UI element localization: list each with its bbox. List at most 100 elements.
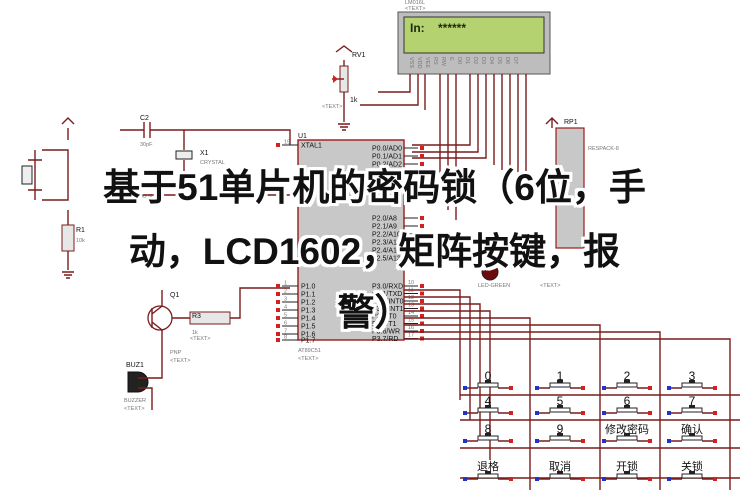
u1-right-pin-label: P3.2/INT0 [372,299,404,306]
q1-ref: Q1 [170,292,179,299]
u1-right-pin-number: 14 [408,310,414,316]
keypad-key-label: 9 [557,422,564,436]
keypad-key[interactable]: 7 [667,394,717,415]
u1-right-pin-number: 13 [408,303,414,309]
c2-ref: C2 [140,115,149,122]
u1-right-pin-label: P0.0/AD0 [372,146,402,153]
keypad-key[interactable]: 4 [463,394,513,415]
buzzer-value: BUZZER [124,398,146,404]
u1-right-pin-label: P3.5/T1 [372,321,397,328]
lcd-part-label: LM016L [405,0,425,6]
rv1-ref: RV1 [352,52,366,59]
buzzer-symbol [127,371,149,393]
alarm-driver: Q1 R3 1k <TEXT> PNP <TEXT> BUZ1 BUZZER <… [124,287,290,412]
u1-left-pin-label: P1.6 [301,332,316,339]
lcd-pin-label: D4 [488,57,494,64]
title-line-2: 动，LCD1602，矩阵按键，报 [128,231,621,272]
u1-left-pin-number: 19 [284,140,290,146]
u1-right-pin-label: P3.6/WR [372,329,400,336]
buzzer-ref: BUZ1 [126,362,144,369]
lcd-pin-label: VSS [408,57,414,68]
keypad-key[interactable]: 关锁 [667,459,717,481]
u1-left-pin-label: P1.7 [301,338,316,345]
u1-left-pin-label: P1.0 [301,284,316,291]
u1-right-pin-label: P2.2/A10 [372,232,401,239]
keypad-key-label: 修改密码 [605,422,649,436]
rv1-value: 1k [350,97,358,104]
microcontroller-u1: U1 AT89C51 <TEXT> XTAL119P1.01P1.12P1.23… [276,133,424,362]
lcd-pin-label: VDD [416,57,422,69]
keypad-key-label: 5 [557,394,564,408]
lcd-line-1: In: ****** [410,21,466,35]
lcd-screen [403,16,545,54]
keypad-key-label: 1 [557,369,564,383]
resistor-pack-rp1: RP1 RESPACK-8 [545,117,619,249]
keypad-key-label: 开锁 [616,459,638,473]
u1-left-pin-label: P1.2 [301,300,316,307]
keypad-key-label: 取消 [549,459,571,473]
lcd-pin-label: D7 [512,57,518,64]
keypad-key[interactable]: 2 [602,369,652,390]
lcd-pin-label: D3 [480,57,486,64]
svg-text:<TEXT>: <TEXT> [124,406,144,412]
lcd-pin-label: E [448,57,454,61]
u1-left-pin-number: 2 [284,289,287,295]
led-label: LED-GREEN [478,283,510,289]
keypad-key-label: 3 [689,369,696,383]
lcd-pin-label: RS [432,57,438,65]
u1-right-pin-number: 15 [408,318,414,324]
keypad-key[interactable]: 3 [667,369,717,390]
title-line-3: 警） [337,292,412,333]
u1-right-pin-number: 10 [408,280,414,286]
u1-right-pin-label: P3.1/TXD [372,291,402,298]
u1-right-pin-label: P2.1/A9 [372,224,397,231]
keypad-key-label: 6 [624,394,631,408]
u1-left-pin-label: P1.1 [301,292,316,299]
lcd-text-tag: <TEXT> [405,6,425,12]
keypad-key[interactable]: 修改密码 [602,422,652,443]
keypad-key[interactable]: 取消 [535,459,585,481]
x1-value: CRYSTAL [200,160,225,166]
keypad-key[interactable]: 0 [463,369,513,390]
u1-right-pin-label: P0.2/AD2 [372,162,402,169]
u1-right-pin-number: 16 [408,325,414,331]
u1-right-pin-label: P2.4/A12 [372,248,401,255]
u1-right-pin-label: P3.7/RD [372,336,398,343]
keypad-key-label: 关锁 [681,459,703,473]
u1-ref: U1 [298,133,307,140]
keypad-key[interactable]: 8 [463,422,513,443]
keypad-key[interactable]: 9 [535,422,585,443]
u1-left-pin-label: P1.5 [301,324,316,331]
keypad-key[interactable]: 退格 [463,459,513,481]
keypad-key[interactable]: 6 [602,394,652,415]
svg-text:<TEXT>: <TEXT> [540,283,560,289]
keypad-key-label: 确认 [681,423,703,436]
r1-value: 10k [76,238,85,244]
potentiometer-rv1: RV1 1k <TEXT> [322,45,366,131]
u1-right-pin-label: P0.1/AD1 [372,154,402,161]
lcd-pin-label: D5 [496,57,502,64]
u1-right-pin-label: P3.4/T0 [372,314,397,321]
u1-left-pin-number: 4 [284,305,287,311]
u1-left-pin-label: XTAL1 [301,143,322,150]
keypad-key[interactable]: 确认 [667,423,717,443]
keypad-key-label: 0 [485,369,492,383]
u1-left-pin-number: 6 [284,321,287,327]
u1-left-pin-number: 5 [284,313,287,319]
oscillator-circuit: C2 30pF X1 CRYSTAL 30pF [61,115,291,200]
keypad-key[interactable]: 1 [535,369,585,390]
svg-text:<TEXT>: <TEXT> [298,356,318,362]
u1-left-pin-number: 1 [284,281,287,287]
keypad-key[interactable]: 开锁 [602,459,652,481]
u1-right-pin-label: P3.0/RXD [372,284,403,291]
u1-right-pin-label: P2.0/A8 [372,216,397,223]
c2-value: 30pF [140,142,153,148]
lcd-pin-label: D2 [472,57,478,64]
lcd-pin-label: D0 [456,57,462,64]
keypad-key[interactable]: 5 [535,394,585,415]
r1-ref: R1 [76,227,85,234]
keypad-key-label: 退格 [477,459,499,473]
